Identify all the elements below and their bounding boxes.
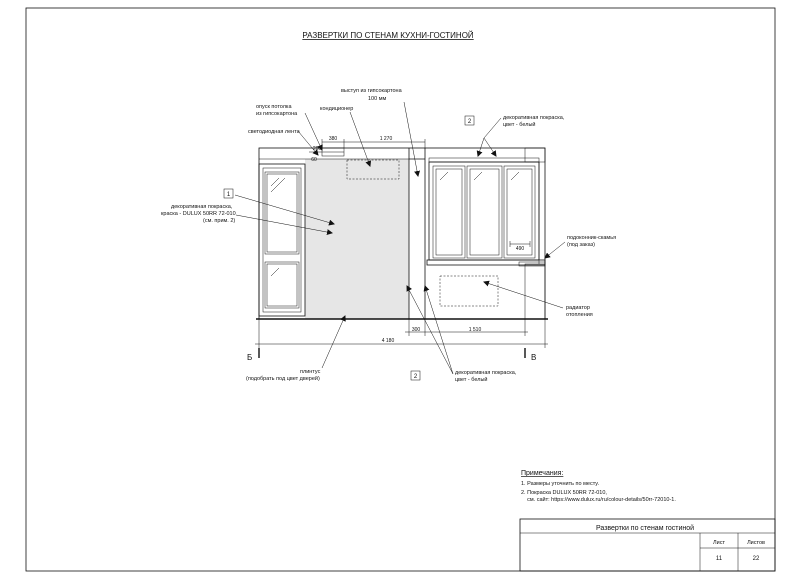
title-block-name: Развертки по стенам гостиной — [596, 524, 694, 532]
dim-300: 300 — [412, 327, 421, 333]
dim-490: 490 — [516, 246, 525, 252]
sheet-frame — [25, 7, 776, 572]
label-ceiling-drop-1: опуск потолка — [256, 104, 292, 110]
dim-4180: 4 180 — [382, 338, 395, 344]
dim-380: 380 — [329, 136, 338, 142]
drawing-title: РАЗВЕРТКИ ПО СТЕНАМ КУХНИ-ГОСТИНОЙ — [302, 31, 474, 40]
label-radiator-1: радиатор — [566, 305, 590, 311]
wall-elevation — [256, 147, 548, 320]
label-paint-dulux-1: декоративная покраска, — [171, 204, 233, 210]
label-paint-white-bottom-1: декоративная покраска, — [455, 370, 517, 376]
label-drywall-protrusion-2: 100 мм — [368, 96, 386, 102]
label-ceiling-drop-2: из гипсокартона — [256, 111, 298, 117]
label-baseboard-2: (подобрать под цвет дверей) — [246, 375, 320, 382]
callout-1-text: 1 — [227, 192, 231, 198]
label-paint-white-bottom-2: цвет - белый — [455, 376, 488, 383]
note-3: см. сайт: https://www.dulux.ru/ru/colour… — [521, 496, 676, 503]
label-sill-bench-2: (под заказ) — [567, 242, 595, 248]
label-radiator-2: отопления — [566, 312, 593, 318]
title-block: Развертки по стенам гостиной Лист Листов… — [519, 518, 776, 572]
label-paint-white-top-2: цвет - белый — [503, 121, 536, 128]
label-paint-white-top-1: декоративная покраска, — [503, 115, 565, 121]
title-block-sheets-label: Листов — [747, 540, 765, 546]
conditioner — [346, 159, 400, 180]
callout-2-bottom — [410, 370, 421, 381]
radiator — [439, 275, 499, 307]
wall-column — [524, 147, 546, 163]
callout-1 — [223, 188, 234, 199]
note-1: 1. Размеры уточнить по месту. — [521, 481, 599, 487]
notes: Примечания: 1. Размеры уточнить по месту… — [521, 470, 676, 503]
title-block-sheets: 22 — [753, 556, 760, 562]
label-baseboard-1: плинтус — [300, 369, 321, 375]
title-block-sheet: 11 — [716, 556, 723, 562]
dim-1510: 1 510 — [469, 327, 482, 333]
painted-wall-area — [305, 159, 409, 319]
annotations: опуск потолка из гипсокартона светодиодн… — [161, 88, 616, 383]
section-mark-right: В — [531, 353, 536, 362]
title-block-sheet-label: Лист — [713, 540, 725, 546]
label-led-strip: светодиодная лента — [248, 129, 301, 135]
section-mark-left: Б — [247, 353, 252, 362]
label-conditioner: кондиционер — [320, 106, 353, 112]
note-2: 2. Покраска DULUX 50RR 72-010, — [521, 490, 607, 496]
door — [258, 163, 306, 317]
callout-2-top — [464, 115, 475, 126]
label-paint-dulux-3: (см. прим. 2) — [203, 218, 235, 224]
callout-2-bottom-text: 2 — [414, 374, 418, 380]
dim-280: 280 — [313, 146, 322, 152]
dim-1270: 1 270 — [380, 136, 393, 142]
label-paint-dulux-2: краска - DULUX 50RR 72-010 — [161, 211, 236, 217]
window-block — [428, 157, 540, 261]
notes-heading: Примечания: — [521, 470, 563, 477]
dimensions: 380 1 270 280 60 490 300 1 510 4 180 Б В — [247, 136, 548, 362]
label-sill-bench-1: подоконник-скамья — [567, 235, 616, 241]
dim-60: 60 — [311, 157, 317, 163]
label-drywall-protrusion-1: выступ из гипсокартона — [341, 88, 403, 94]
callout-2-top-text: 2 — [468, 119, 472, 125]
